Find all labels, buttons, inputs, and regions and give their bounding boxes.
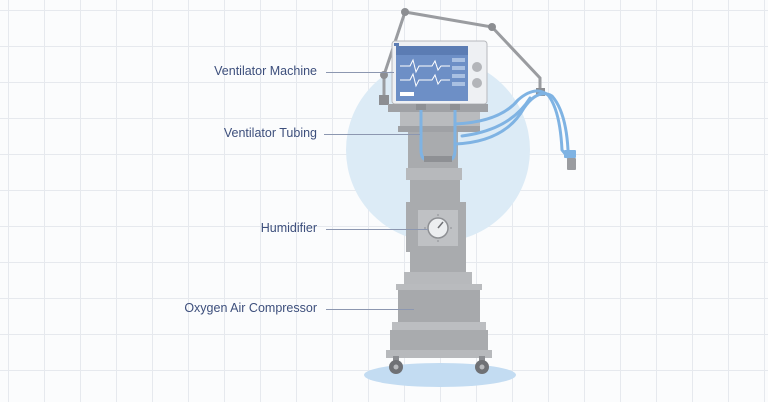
label-oxygen-air-compressor: Oxygen Air Compressor	[184, 301, 317, 315]
leader-ventilator-tubing	[324, 134, 420, 135]
oxygen-air-compressor-icon	[392, 284, 486, 330]
ventilator-machine-icon	[391, 40, 488, 105]
leader-oxygen-air-compressor	[326, 309, 414, 310]
label-ventilator-tubing: Ventilator Tubing	[223, 126, 317, 140]
humidifier-dial-icon	[406, 202, 466, 252]
leader-humidifier	[326, 229, 428, 230]
floor-shadow	[364, 363, 516, 387]
leader-ventilator-machine	[326, 72, 394, 73]
label-humidifier: Humidifier	[260, 221, 317, 235]
support-arm	[380, 8, 542, 102]
caster-wheel-icon	[389, 356, 489, 374]
label-ventilator-machine: Ventilator Machine	[214, 64, 317, 78]
